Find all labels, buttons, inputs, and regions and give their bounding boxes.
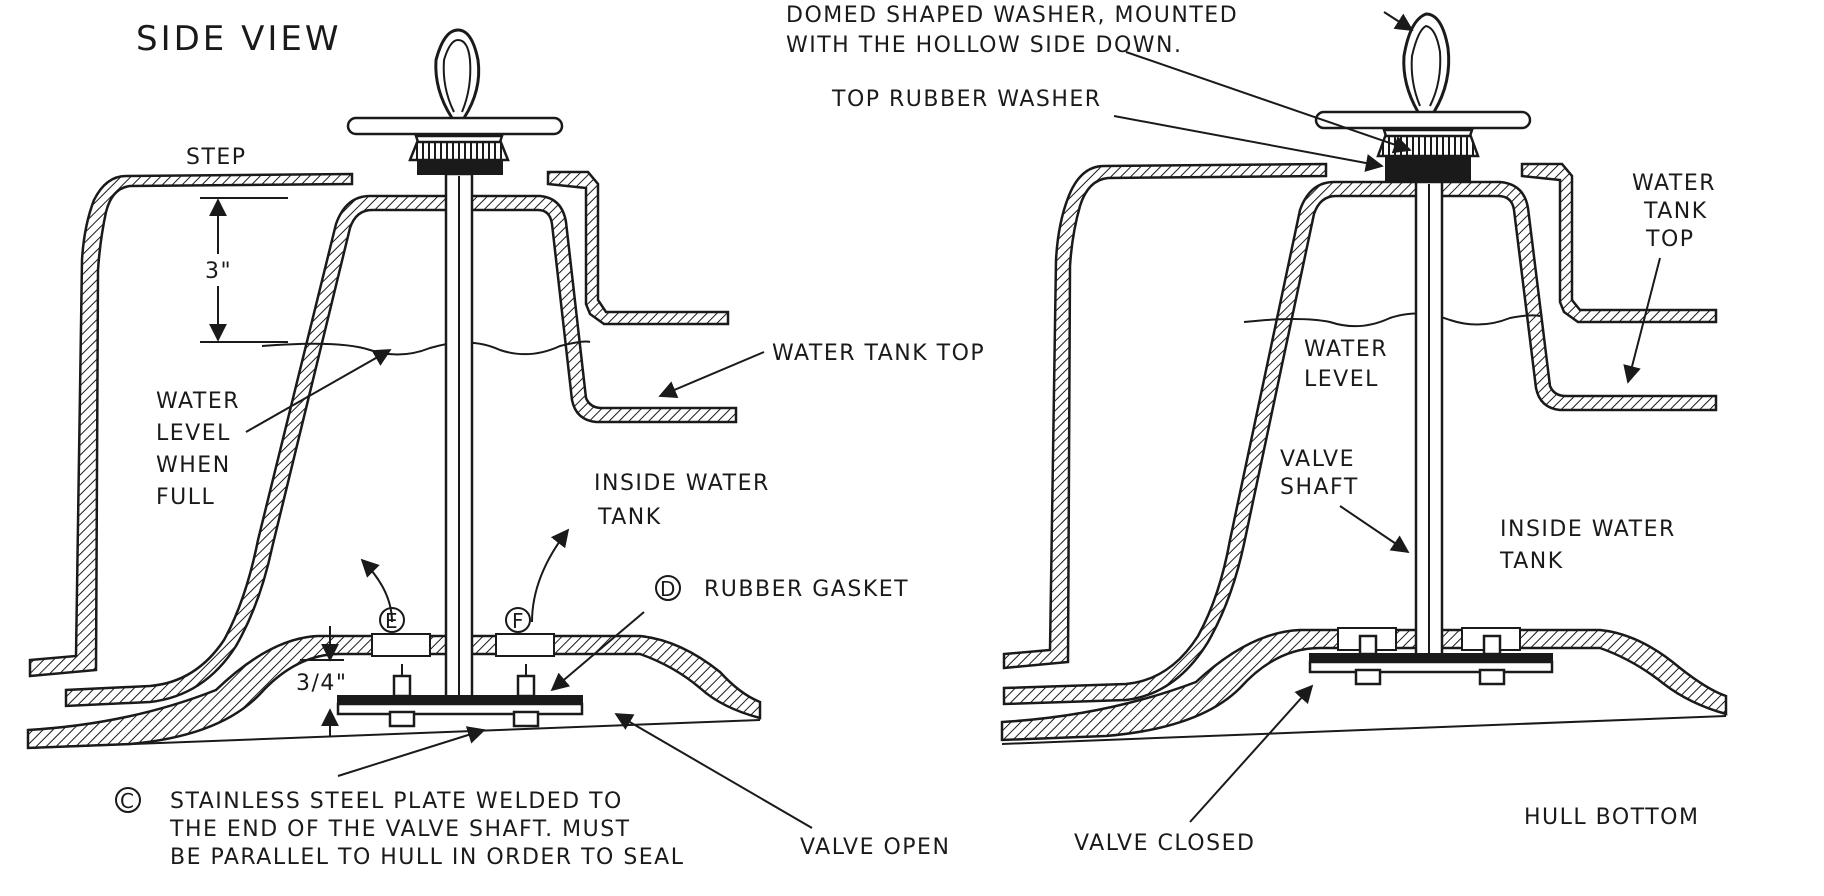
marker-f: F [512, 609, 524, 633]
marker-e: E [385, 609, 398, 633]
left-view: 3" 3/4" STEP WATER LEVEL WHEN FULL WATER… [26, 28, 985, 870]
marker-c: C [120, 789, 134, 813]
inside-tank-label-2: TANK [597, 505, 662, 530]
hull-line-left [27, 719, 761, 749]
water-tank-top-label-3: TOP [1645, 227, 1695, 252]
pull-ring-right [1402, 12, 1451, 113]
domed-washer-label-2: WITH THE HOLLOW SIDE DOWN. [786, 33, 1183, 58]
plate-note-line-2: THE END OF THE VALVE SHAFT. MUST [169, 817, 631, 842]
right-view: DOMED SHAPED WASHER, MOUNTED WITH THE HO… [786, 3, 1728, 856]
page-title: SIDE VIEW [136, 19, 341, 59]
water-tank-top-label-1: WATER [1632, 171, 1716, 196]
gasket-left [336, 702, 584, 716]
flow-arrow-f [531, 528, 570, 623]
marker-d: D [660, 577, 675, 601]
step-label: STEP [186, 145, 247, 170]
step-wall [28, 172, 354, 678]
water-level-label-2: LEVEL [156, 421, 231, 446]
domed-washer-label-1: DOMED SHAPED WASHER, MOUNTED [786, 3, 1238, 28]
plate-note-line-1: STAINLESS STEEL PLATE WELDED TO [170, 789, 623, 814]
valve-shaft-label-1: VALVE [1280, 447, 1355, 472]
dimension-3-4in: 3/4" [296, 671, 348, 696]
nut-flange-left [414, 134, 504, 144]
hull-bottom-right [1000, 628, 1728, 742]
top-washer-label: TOP RUBBER WASHER [831, 87, 1102, 112]
bolt-e-left [388, 664, 416, 728]
opening-e [371, 633, 431, 657]
dimension-3in: 3" [205, 259, 232, 284]
pull-ring-inner-left [442, 38, 472, 113]
hull-line-right [1001, 715, 1727, 745]
water-tank-top-label: WATER TANK TOP [772, 341, 985, 366]
water-tank-top-label-2: TANK [1643, 199, 1708, 224]
water-level-right-label-2: LEVEL [1304, 367, 1379, 392]
tank-top-right [1520, 162, 1718, 324]
valve-shaft-label-2: SHAFT [1280, 475, 1359, 500]
hull-bottom-left [26, 634, 762, 750]
nut-flange-right [1382, 128, 1474, 138]
pull-ring-left [434, 28, 481, 119]
bolt-e-right [1354, 634, 1382, 686]
step-wall-right [1002, 162, 1328, 670]
bolt-f-left [512, 664, 540, 728]
valve-open-label: VALVE OPEN [800, 835, 950, 860]
water-level-right-label-1: WATER [1304, 337, 1388, 362]
valve-closed-label: VALVE CLOSED [1074, 831, 1255, 856]
hull-bottom-label: HULL BOTTOM [1524, 805, 1699, 830]
tank-top-left [546, 170, 730, 326]
water-level-right [1243, 312, 1541, 328]
rubber-gasket-label: RUBBER GASKET [704, 577, 909, 602]
inside-tank-right-label-2: TANK [1499, 549, 1564, 574]
bolt-f-right [1478, 634, 1506, 686]
top-rubber-washer-right [1385, 155, 1471, 183]
gasket-right [1308, 660, 1554, 674]
water-level-label-4: FULL [156, 485, 215, 510]
pull-ring-inner-right [1410, 24, 1442, 107]
funnel-wall [64, 194, 738, 708]
plate-note-line-3: BE PARALLEL TO HULL IN ORDER TO SEAL [170, 845, 685, 870]
water-level-label-1: WATER [156, 389, 240, 414]
top-rubber-washer-left [417, 159, 503, 175]
domed-washer-right [1314, 110, 1532, 130]
domed-washer-left [346, 116, 564, 136]
water-level-label-3: WHEN [156, 453, 231, 478]
opening-f [495, 633, 555, 657]
inside-tank-label-1: INSIDE WATER [594, 471, 770, 496]
funnel-wall-right [1002, 180, 1718, 706]
flow-arrow-e [360, 558, 393, 623]
inside-tank-right-label-1: INSIDE WATER [1500, 517, 1676, 542]
